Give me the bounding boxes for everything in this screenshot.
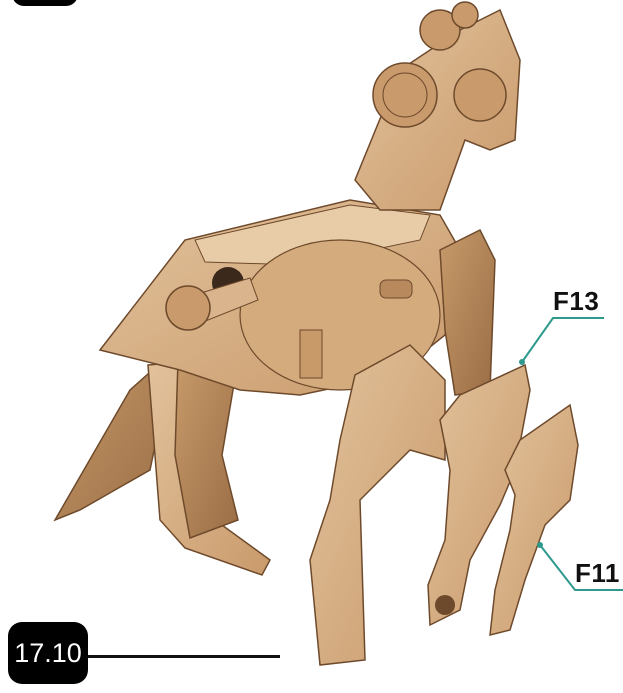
- leader-line-f13: [519, 318, 604, 365]
- callout-label-f13: F13: [553, 286, 599, 317]
- step-number-badge: 17.10: [8, 622, 88, 684]
- neck-head: [355, 2, 520, 210]
- callout-label-f11: F11: [575, 558, 620, 589]
- step-underline: [88, 655, 280, 658]
